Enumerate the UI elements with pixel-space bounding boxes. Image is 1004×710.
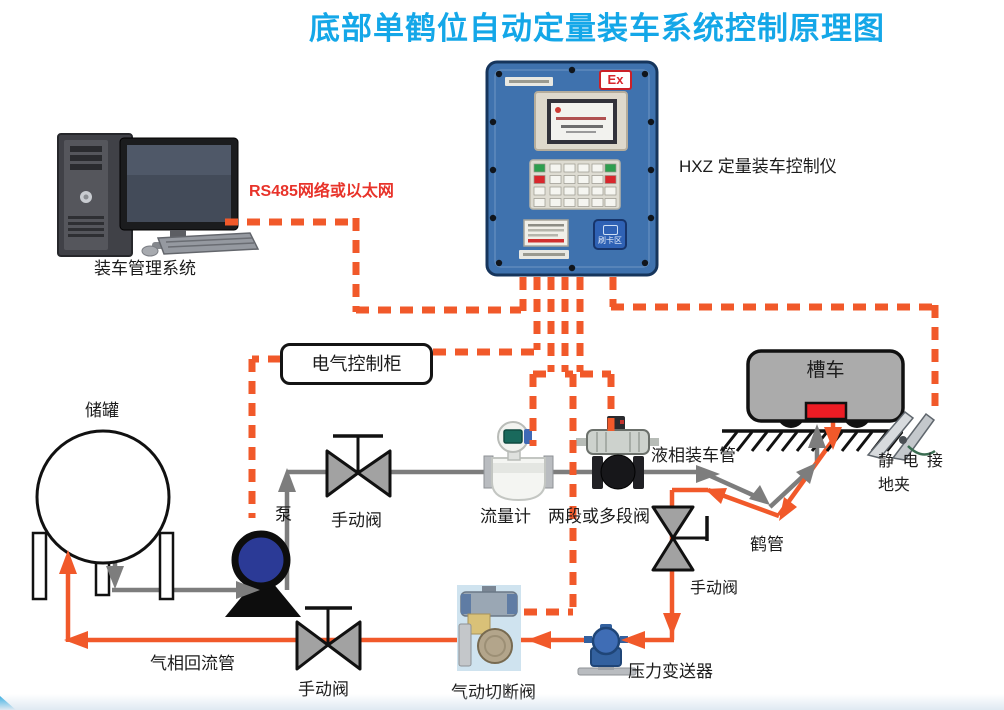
pneumatic-valve-shape [457,585,521,671]
loading-arm-label: 鹤管 [750,535,784,554]
manual-valve-main-shape [325,434,392,498]
tank-shape [31,429,175,601]
pipe-arrowheads-orange [59,427,842,649]
truck-shape [746,349,905,428]
bottom-gradient-band [0,694,1004,710]
network-link-label: RS485网络或以太网 [249,183,394,200]
control-signal-lines [225,218,939,616]
electrical-cabinet-label: 电气控制柜 [311,353,402,374]
card-icon [602,224,618,235]
grounding-clamp-icon [866,410,936,461]
computer-label: 装车管理系统 [94,259,196,278]
multi-stage-valve-shape [576,416,659,490]
flow-meter-shape [483,421,554,502]
pump-shape [225,530,301,617]
controller-illustration [485,60,659,277]
card-reader-area: 刷卡区 [593,219,627,250]
manual-valve-arm-shape [651,505,709,572]
card-reader-label: 刷卡区 [598,235,622,245]
grounding-clamp-label-line2: 地夹 [878,477,911,494]
page-title: 底部单鹤位自动定量装车系统控制原理图 [309,11,885,46]
truck-label: 槽车 [806,360,845,381]
flow-meter-label: 流量计 [480,507,531,526]
pipe-arrowheads-gray [106,424,826,599]
pressure-transmitter-shape [577,624,637,676]
pressure-transmitter-label: 压力变送器 [628,662,713,681]
controller-label: HXZ 定量装车控制仪 [679,157,837,176]
manual-valve-arm-label: 手动阀 [690,580,739,597]
gas-return-pipe-label: 气相回流管 [150,654,235,673]
computer-illustration [57,133,260,257]
tank-label: 储罐 [85,401,119,420]
grounding-clamp-label-line1: 静 电 接 [878,453,945,470]
pump-label: 泵 [275,505,292,524]
ex-badge-text: Ex [607,71,624,87]
liquid-loading-pipe-label: 液相装车管 [651,446,736,465]
ex-rating-badge: Ex [599,70,632,90]
manual-valve-main-label: 手动阀 [331,511,382,530]
electrical-cabinet-node: 电气控制柜 [280,343,433,385]
multi-stage-valve-label: 两段或多段阀 [548,507,650,526]
manual-valve-return-shape [295,606,362,671]
